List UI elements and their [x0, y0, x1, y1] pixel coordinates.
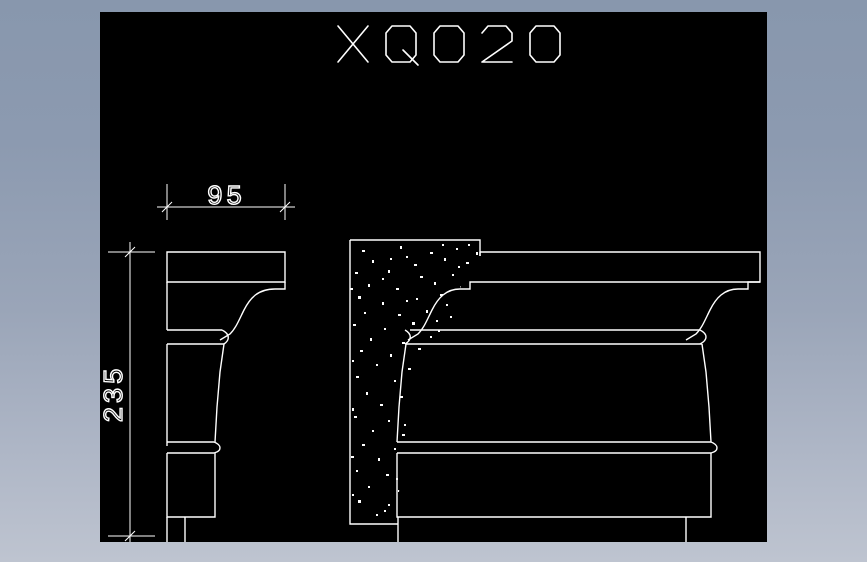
elevation-frieze-right-face — [701, 343, 712, 443]
profile-ogee-curve-upper — [219, 282, 286, 341]
elevation-top-slab — [480, 251, 761, 283]
drawing-canvas[interactable]: 95 235 — [100, 12, 767, 542]
drawing-title — [337, 25, 561, 66]
width-dimension — [157, 184, 295, 220]
profile-base-block — [166, 453, 216, 518]
elevation-plinth-course — [397, 517, 687, 542]
profile-frieze-face — [214, 343, 225, 443]
concrete-hatch — [350, 240, 480, 524]
elevation-frieze-left-face — [396, 343, 407, 443]
elevation-ogee-right — [685, 281, 760, 341]
height-dimension-text: 235 — [101, 365, 131, 423]
width-dimension-text: 95 — [207, 183, 245, 213]
elevation-ogee-left — [407, 281, 480, 341]
profile-plinth-foot — [166, 517, 186, 542]
dim-tick-left — [161, 201, 173, 213]
profile-lower-bead-round — [213, 441, 221, 454]
elevation-base-block — [396, 453, 712, 518]
height-dimension — [108, 242, 155, 542]
elevation-lower-bead-round-right — [710, 441, 718, 454]
elevation-bead-round-right — [699, 329, 707, 345]
hatch-region-outline — [349, 239, 481, 525]
profile-bead-round — [221, 329, 229, 345]
section-profile-view — [166, 251, 286, 542]
elevation-section-view — [396, 251, 761, 542]
cad-drawing-svg: 95 235 — [100, 25, 761, 542]
profile-top-box — [166, 251, 286, 283]
dim-tick-right — [279, 201, 291, 213]
dim-tick-top — [124, 246, 136, 258]
elevation-bead-round-left — [404, 329, 411, 345]
dim-tick-bottom — [124, 530, 136, 542]
